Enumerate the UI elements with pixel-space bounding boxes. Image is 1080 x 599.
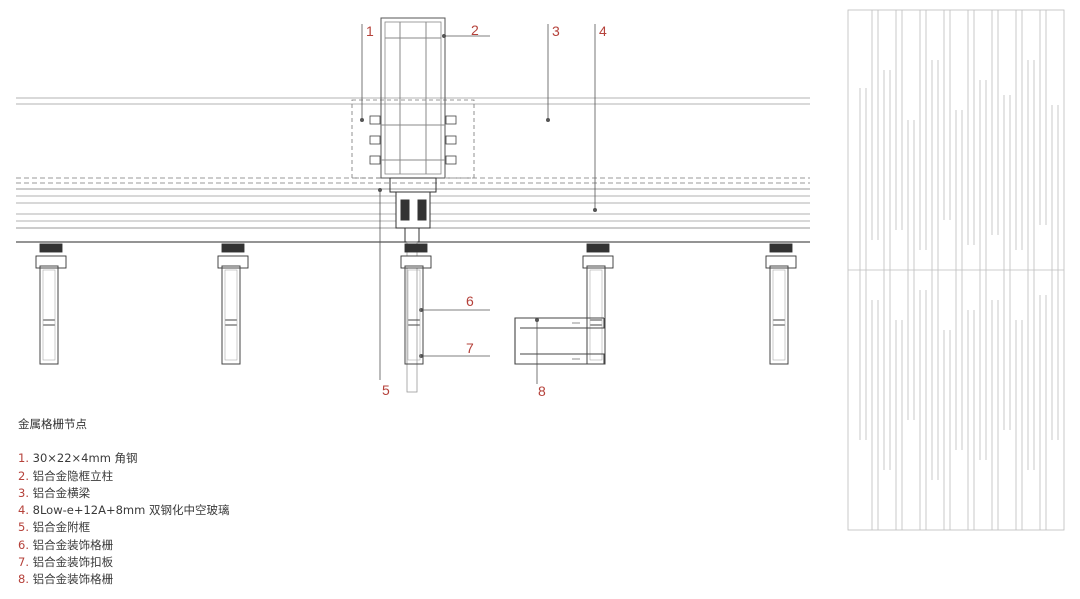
legend-item: 5. 铝合金附框 — [18, 519, 229, 536]
legend-item: 4. 8Low-e+12A+8mm 双钢化中空玻璃 — [18, 502, 229, 519]
fin-clip — [217, 243, 249, 269]
callout-1: 1 — [366, 23, 374, 39]
legend-item: 1. 30×22×4mm 角钢 — [18, 450, 229, 467]
grille-fin — [769, 265, 789, 365]
grille-fin — [221, 265, 241, 365]
fin-clip — [35, 243, 67, 269]
bolts — [369, 115, 457, 165]
legend-item-text: 铝合金装饰格栅 — [32, 572, 114, 587]
legend-item-number: 2. — [18, 468, 33, 483]
grille-profile-8 — [514, 317, 605, 365]
legend-item-number: 8. — [18, 572, 33, 587]
legend-item-number: 1. — [18, 451, 33, 466]
legend-item-text: 铝合金装饰格栅 — [32, 537, 114, 552]
legend-item-number: 5. — [18, 520, 33, 535]
grille-fins — [39, 265, 789, 365]
aluminum-mullion — [380, 17, 446, 179]
transom-outline — [16, 97, 810, 105]
legend-item-text: 铝合金装饰扣板 — [32, 555, 114, 570]
grille-elevation — [847, 9, 1065, 531]
pressure-plate — [389, 177, 437, 393]
grille-fin — [586, 265, 606, 365]
legend-item-text: 铝合金附框 — [32, 520, 91, 535]
grille-fin — [39, 265, 59, 365]
callout-8: 8 — [538, 383, 546, 399]
callout-2: 2 — [471, 22, 479, 38]
legend-item: 8. 铝合金装饰格栅 — [18, 571, 229, 588]
legend-item-number: 7. — [18, 555, 33, 570]
legend-item-number: 3. — [18, 485, 33, 500]
legend-item: 3. 铝合金横梁 — [18, 485, 229, 502]
legend-item-text: 铝合金横梁 — [32, 485, 91, 500]
legend-item: 2. 铝合金隐框立柱 — [18, 468, 229, 485]
callout-7: 7 — [466, 340, 474, 356]
legend-item-number: 4. — [18, 503, 33, 518]
legend-item: 7. 铝合金装饰扣板 — [18, 554, 229, 571]
legend-title: 金属格栅节点 — [18, 417, 87, 431]
callout-3: 3 — [552, 23, 560, 39]
fin-clip — [400, 243, 432, 269]
fin-clip — [582, 243, 614, 269]
callout-4: 4 — [599, 23, 607, 39]
legend-item-text: 铝合金隐框立柱 — [32, 468, 114, 483]
legend-item-text: 8Low-e+12A+8mm 双钢化中空玻璃 — [32, 503, 230, 518]
leader-lines — [359, 24, 598, 384]
callout-6: 6 — [466, 293, 474, 309]
grille-fin — [404, 265, 424, 365]
legend-item-text: 30×22×4mm 角钢 — [32, 451, 138, 466]
legend-item-number: 6. — [18, 537, 33, 552]
legend-item: 6. 铝合金装饰格栅 — [18, 537, 229, 554]
fin-clip — [765, 243, 797, 269]
callout-5: 5 — [382, 382, 390, 398]
fin-clips — [35, 243, 797, 269]
